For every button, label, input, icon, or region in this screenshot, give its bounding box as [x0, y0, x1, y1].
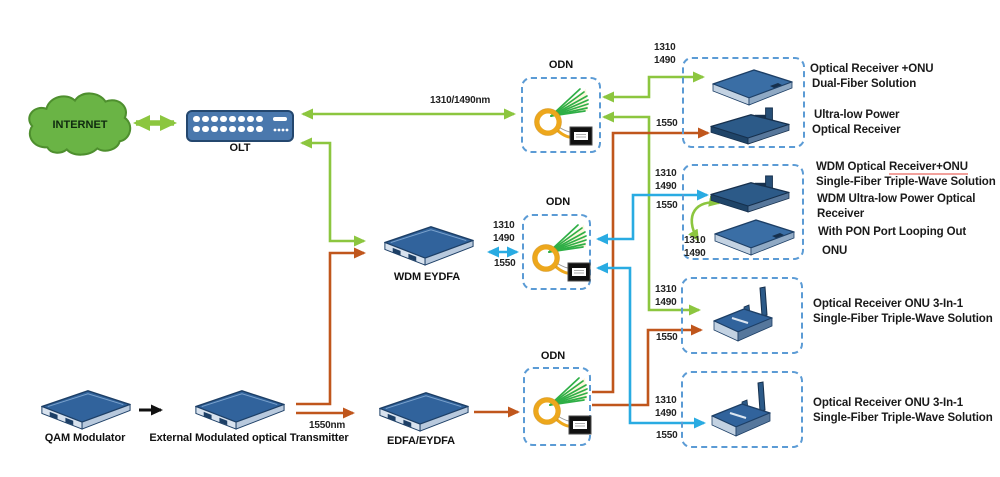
wavelength-g2loop-1310: 1310 — [684, 235, 706, 246]
olt-label: OLT — [229, 142, 251, 154]
wavelength-g4-1550: 1550 — [656, 430, 678, 441]
wdm-eydfa-icon — [379, 220, 477, 269]
group2-box — [682, 164, 804, 260]
onu-3in1-router-icon-b — [706, 380, 776, 442]
edfa-label: EDFA/EYDFA — [386, 435, 456, 447]
group1-line4: Optical Receiver — [812, 124, 901, 136]
group4-line2: Single-Fiber Triple-Wave Solution — [813, 412, 993, 424]
group1-box — [682, 57, 805, 148]
wavelength-odn2link-1310: 1310 — [493, 220, 515, 231]
group1-line2: Dual-Fiber Solution — [812, 78, 917, 90]
odn1-box — [521, 77, 601, 153]
wavelength-g1-1550: 1550 — [656, 118, 678, 129]
qam-modulator-label: QAM Modulator — [44, 432, 126, 444]
wavelength-g1-1310: 1310 — [654, 42, 676, 53]
group2-line1b: Receiver+ONU — [888, 161, 968, 175]
group4-line1: Optical Receiver ONU 3-In-1 — [813, 397, 964, 409]
wire-odn1-group1 — [602, 71, 705, 103]
wire-tx-wdmeydfa — [296, 247, 366, 406]
wavelength-g2-1310: 1310 — [655, 168, 677, 179]
onu-box-icon — [710, 214, 798, 258]
group2-line4: Receiver — [817, 208, 865, 220]
group3-line1: Optical Receiver ONU 3-In-1 — [813, 298, 964, 310]
wavelength-odn2link-1490: 1490 — [493, 233, 515, 244]
wavelength-odn2link-1550: 1550 — [494, 258, 516, 269]
edfa-eydfa-icon — [374, 386, 472, 435]
group2-line5: With PON Port Looping Out — [818, 226, 967, 238]
wdm-receiver-icon — [707, 174, 793, 213]
wavelength-g2-1490: 1490 — [655, 181, 677, 192]
wavelength-g4-1490: 1490 — [655, 408, 677, 419]
ultra-low-power-receiver-icon — [707, 106, 793, 145]
transmitter-label: External Modulated optical Transmitter — [149, 432, 349, 444]
wavelength-g3-1550: 1550 — [656, 332, 678, 343]
odn2-box — [522, 214, 591, 290]
internet-label: INTERNET — [52, 119, 108, 131]
wire-odn2-group2 — [596, 189, 709, 245]
group1-line3: Ultra-low Power — [814, 109, 900, 121]
group2-line1: WDM Optical Receiver+ONU — [816, 161, 968, 175]
odn2-label: ODN — [545, 196, 571, 208]
group2-line2: Single-Fiber Triple-Wave Solution — [816, 176, 996, 188]
group1-line1: Optical Receiver +ONU — [810, 63, 934, 75]
optical-transmitter-icon — [190, 384, 288, 433]
qam-modulator-icon — [36, 384, 134, 433]
wavelength-g1-1490: 1490 — [654, 55, 676, 66]
odn1-splitter-icon — [528, 85, 594, 147]
odn3-splitter-icon — [527, 374, 593, 436]
group4-box — [681, 371, 803, 448]
wavelength-tx-out: 1550nm — [309, 420, 346, 431]
group2-line6: ONU — [822, 245, 848, 257]
onu-3in1-router-icon-a — [708, 285, 778, 347]
odn2-splitter-icon — [526, 221, 592, 283]
odn3-box — [523, 367, 591, 446]
wavelength-olt-odn1: 1310/1490nm — [430, 95, 491, 106]
wavelength-g3-1310: 1310 — [655, 284, 677, 295]
group3-line2: Single-Fiber Triple-Wave Solution — [813, 313, 993, 325]
wavelength-g2-1550: 1550 — [656, 200, 678, 211]
wire-odn2-group4 — [596, 262, 706, 429]
group2-line1a: WDM Optical — [816, 161, 886, 173]
wdm-eydfa-label: WDM EYDFA — [393, 271, 461, 283]
odn3-label: ODN — [540, 350, 566, 362]
olt-switch-icon — [186, 110, 294, 142]
wire-olt-wdmeydfa — [300, 137, 366, 247]
odn1-label: ODN — [548, 59, 574, 71]
wavelength-g2loop-1490: 1490 — [684, 248, 706, 259]
wavelength-g3-1490: 1490 — [655, 297, 677, 308]
group3-box — [681, 277, 803, 354]
group2-line3: WDM Ultra-low Power Optical — [817, 193, 976, 205]
wavelength-g4-1310: 1310 — [655, 395, 677, 406]
optical-receiver-onu-icon — [708, 64, 796, 108]
